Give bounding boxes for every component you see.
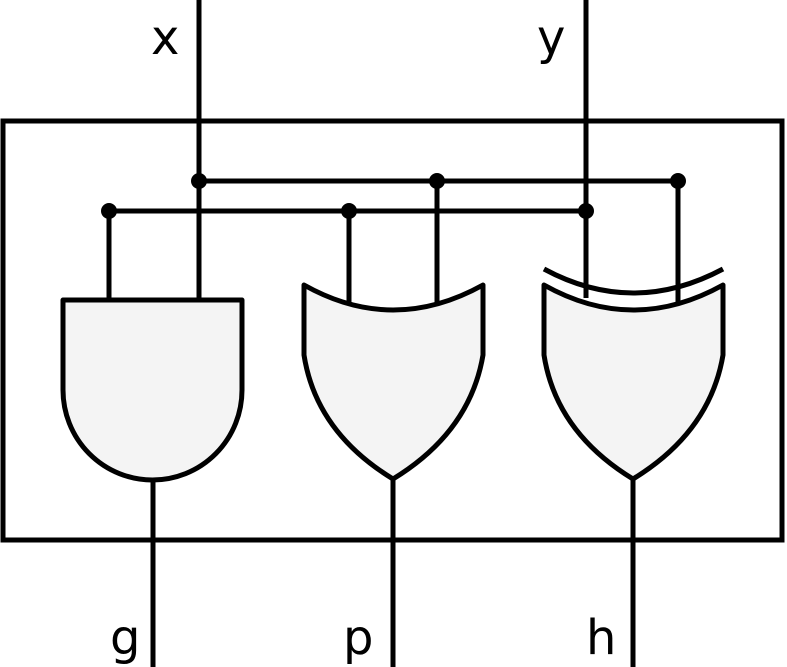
- output-label-h: h: [586, 610, 616, 666]
- junction-dot: [191, 173, 207, 189]
- xor-gate: [541, 282, 726, 482]
- xor-input-curve: [542, 266, 725, 296]
- and-gate: [60, 297, 245, 483]
- input-label-y: y: [537, 10, 565, 66]
- output-label-g: g: [110, 610, 140, 666]
- junction-dot: [101, 203, 117, 219]
- junction-dot: [341, 203, 357, 219]
- junction-dot: [429, 173, 445, 189]
- junction-dot: [670, 173, 686, 189]
- output-label-p: p: [343, 610, 373, 666]
- input-label-x: x: [151, 10, 179, 66]
- junction-dot: [578, 203, 594, 219]
- or-gate: [301, 282, 486, 482]
